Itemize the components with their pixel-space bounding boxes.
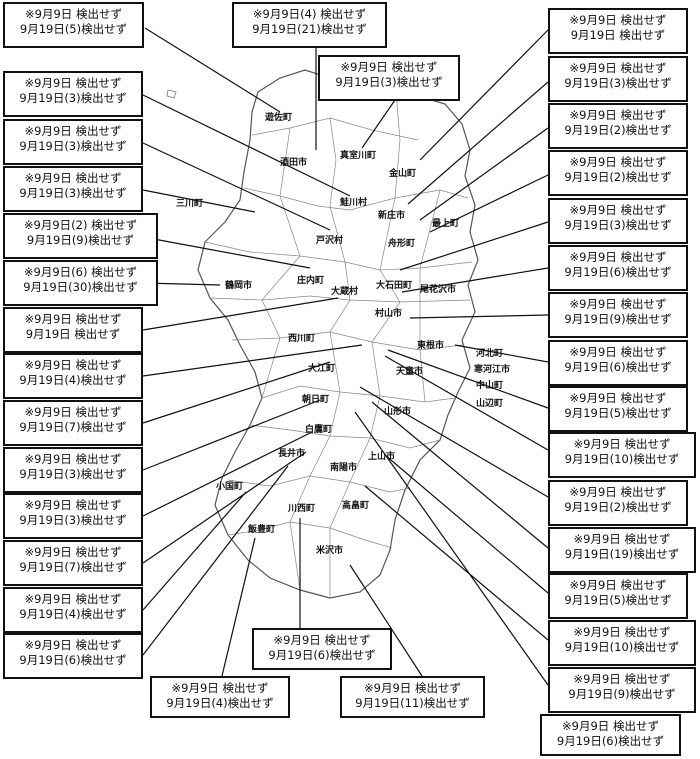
leader-lines: [142, 27, 549, 686]
map-label-nakayama: 中山町: [476, 379, 503, 391]
map-label-tendo: 天童市: [396, 365, 423, 377]
map-label-okura: 大蔵村: [331, 285, 358, 297]
map-label-kawanishi: 川西町: [287, 503, 315, 514]
map-label-yamanobe: 山辺町: [476, 397, 503, 409]
map-label-okuishida: 大石田町: [376, 279, 412, 291]
map-label-shinjo: 新庄市: [378, 209, 405, 221]
map-label-iide: 飯豊町: [247, 523, 275, 535]
island-outline: [166, 89, 177, 99]
map-label-asahi: 朝日町: [302, 393, 329, 405]
map-label-obanazawa: 尾花沢市: [419, 283, 456, 295]
map-label-shirataka: 白鷹町: [305, 423, 332, 435]
map-label-mamurogawa: 真室川町: [340, 149, 376, 161]
municipality-labels: 遊佐町 酒田市 真室川町 金山町 鮭川村 三川町 新庄市 最上町 戸沢村 舟形町…: [176, 111, 510, 556]
municipal-boundaries: [204, 79, 473, 598]
map-label-sagae: 寒河江市: [473, 363, 510, 375]
map-label-tsuruoka: 鶴岡市: [225, 279, 252, 291]
map-label-higashine: 東根市: [417, 339, 444, 351]
map-label-takahata: 高畠町: [342, 499, 369, 511]
map-label-sakata: 酒田市: [280, 156, 307, 168]
map-label-shonai: 庄内町: [297, 274, 324, 286]
map-label-sakegawa: 鮭川村: [339, 196, 367, 208]
map-label-mogami: 最上町: [432, 217, 459, 229]
map-label-nanyo: 南陽市: [330, 461, 357, 473]
map-label-mikawa: 三川町: [176, 198, 203, 209]
map-label-nagai: 長井市: [278, 447, 305, 459]
map-label-kaminoyama: 上山市: [368, 450, 395, 462]
map-label-yamagata: 山形市: [384, 405, 411, 417]
prefecture-outline: [197, 69, 479, 599]
map-label-kaneyama: 金山町: [388, 167, 416, 179]
map-label-funagata: 舟形町: [388, 237, 415, 249]
map-label-tozawa: 戸沢村: [316, 234, 343, 246]
map-label-murayama: 村山市: [375, 307, 402, 319]
map-label-yonezawa: 米沢市: [315, 544, 343, 556]
map-label-oguni: 小国町: [215, 480, 243, 492]
map-label-nishikawa: 西川町: [288, 333, 315, 344]
map-label-kahoku: 河北町: [476, 347, 503, 359]
map-label-yuza: 遊佐町: [265, 111, 292, 123]
map-label-oe: 大江町: [308, 362, 335, 374]
